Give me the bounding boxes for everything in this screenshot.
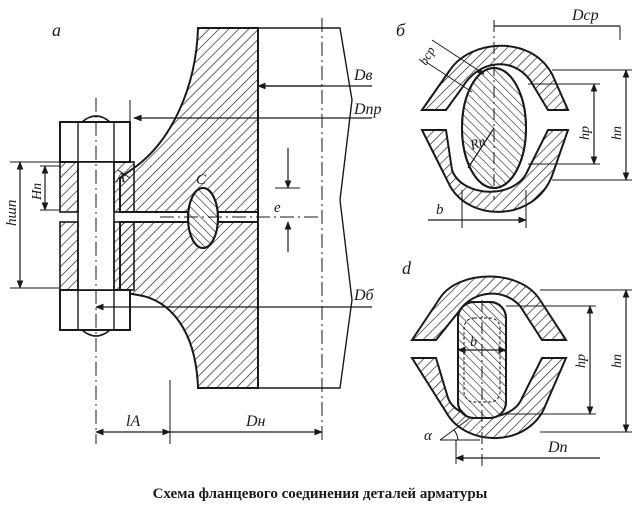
panel-label-a: a — [52, 20, 61, 40]
upper-flange-d — [410, 275, 568, 341]
label-h-shp: hшп — [4, 200, 20, 226]
panel-b — [420, 20, 632, 228]
label-h-n-b: hп — [610, 126, 625, 140]
label-d-sr: Dср — [571, 7, 599, 24]
label-point-a: A — [115, 170, 126, 186]
label-b-b: b — [436, 202, 444, 218]
bolt-nut-bottom — [59, 289, 131, 331]
label-d-n-bottom: Dн — [245, 413, 266, 430]
label-h-n-d: hп — [610, 354, 625, 368]
label-d-pr: Dпр — [353, 101, 382, 118]
flange-body-upper — [119, 27, 259, 213]
label-d-p-d: Dп — [547, 439, 568, 456]
label-l-a: lА — [126, 413, 140, 430]
label-r-p: Rп — [467, 134, 488, 154]
flange-body-lower — [119, 221, 259, 389]
label-h-p-b: hр — [578, 126, 593, 140]
panel-a — [10, 18, 372, 444]
panel-label-b: б — [396, 20, 406, 40]
label-d-v: Dв — [353, 67, 373, 84]
label-point-c: C — [196, 172, 207, 188]
label-d-b: Dб — [353, 287, 375, 304]
panel-label-d: d — [402, 258, 412, 278]
label-b-d: b — [470, 335, 477, 350]
label-b-sr: bср — [416, 43, 439, 67]
label-h-p-d: hр — [574, 354, 589, 368]
figure-caption: Схема фланцевого соединения деталей арма… — [152, 486, 488, 502]
label-e: e — [274, 200, 281, 216]
lower-flange-b — [420, 129, 570, 213]
panel-d — [410, 275, 632, 470]
label-h-p-a: Hп — [30, 183, 45, 201]
bolt-head-top — [59, 121, 131, 163]
upper-flange-b — [420, 44, 570, 111]
label-alpha: α — [424, 428, 433, 444]
